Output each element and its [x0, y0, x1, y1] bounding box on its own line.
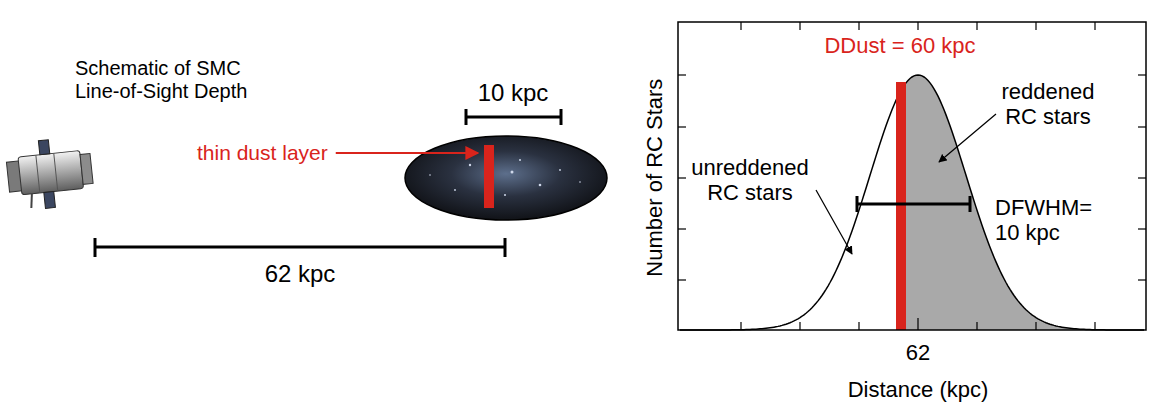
tick — [678, 228, 686, 229]
fwhm-tick — [856, 196, 859, 212]
fwhm-label: DFWHM= 10 kpc — [995, 195, 1105, 246]
callout-arrow — [336, 152, 478, 154]
tick — [1138, 74, 1146, 75]
solar-panel — [44, 191, 56, 208]
tick — [1094, 322, 1095, 330]
dust-distance-label: DDust = 60 kpc — [824, 33, 975, 58]
tick — [858, 22, 859, 30]
star — [539, 184, 542, 187]
tick — [858, 322, 859, 330]
star — [454, 189, 456, 191]
distribution-layer — [680, 75, 1144, 330]
telescope-aft — [80, 153, 93, 184]
dimension-bar — [466, 116, 561, 119]
dimension-tick — [560, 109, 563, 125]
dimension-label: 62 kpc — [265, 260, 336, 288]
tick — [976, 322, 977, 330]
tick — [1138, 177, 1146, 178]
callout-label: thin dust layer — [197, 141, 328, 165]
fwhm-tick — [969, 196, 972, 212]
dimension-tick — [465, 109, 468, 125]
tick — [1138, 228, 1146, 229]
telescope-icon — [5, 136, 96, 212]
tube-seam — [36, 155, 40, 193]
panel-title: Schematic of SMC Line-of-Sight Depth — [75, 57, 290, 103]
axis-title: Distance (kpc) — [848, 377, 989, 402]
solar-panel — [38, 140, 49, 155]
dust-marker — [896, 82, 906, 330]
fwhm-bar — [857, 203, 970, 206]
plot-frame — [678, 22, 1146, 330]
leader-arrow — [939, 114, 996, 162]
tick — [799, 322, 800, 330]
star — [469, 164, 471, 166]
dust-layer — [484, 145, 494, 208]
tick — [1094, 22, 1095, 30]
tick — [740, 322, 741, 330]
axis-ticks — [678, 22, 1146, 330]
dimension-tick — [94, 238, 97, 257]
distribution-curve — [680, 75, 1144, 330]
tick — [678, 279, 686, 280]
star — [429, 174, 431, 176]
tick — [678, 177, 686, 178]
tick — [678, 126, 686, 127]
star — [579, 181, 581, 183]
tick — [799, 22, 800, 30]
tick — [740, 22, 741, 30]
galaxy-stars — [429, 159, 581, 196]
tick — [678, 74, 686, 75]
tick — [917, 22, 918, 30]
dimension-bar — [95, 246, 505, 249]
antenna — [30, 194, 33, 208]
galaxy-ellipse — [405, 136, 607, 220]
region-label: reddened RC stars — [988, 79, 1108, 130]
tube-seam — [54, 153, 58, 191]
star — [519, 159, 521, 161]
tick — [1138, 126, 1146, 127]
tick — [1035, 322, 1036, 330]
axis-title: Number of RC Stars — [642, 79, 667, 277]
tick-label: 62 — [906, 340, 930, 365]
tick — [976, 22, 977, 30]
region-label: unreddened RC stars — [685, 155, 815, 206]
star — [504, 194, 506, 196]
dimension-label: 10 kpc — [478, 79, 549, 107]
tick — [917, 318, 918, 330]
tick — [1138, 279, 1146, 280]
telescope-tube — [18, 151, 84, 195]
star — [511, 171, 514, 174]
tick — [1035, 22, 1036, 30]
leader-arrow — [816, 190, 852, 254]
star — [559, 169, 561, 171]
dimension-tick — [504, 238, 507, 257]
